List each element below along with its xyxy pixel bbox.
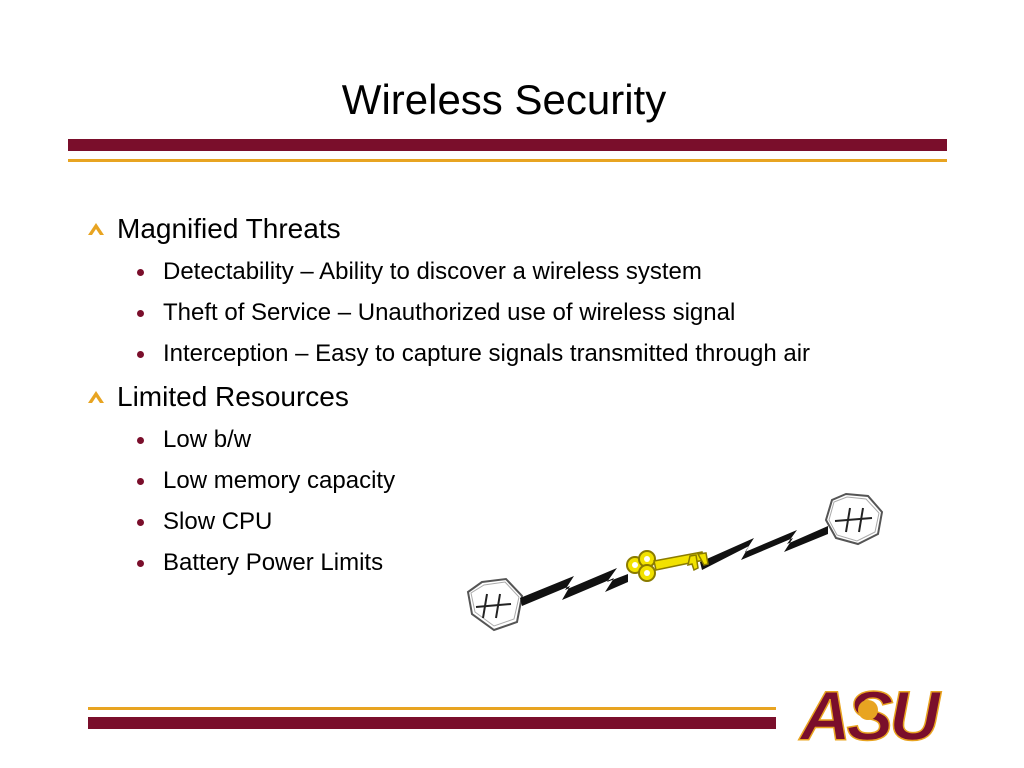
list-item-text: Low memory capacity — [163, 467, 396, 494]
list-item-text: Battery Power Limits — [163, 549, 384, 576]
list-item: Battery Power Limits — [137, 548, 384, 578]
list-item: Slow CPU — [137, 507, 273, 537]
list-item-text: Slow CPU — [163, 508, 273, 535]
sun-icon — [858, 700, 878, 720]
bottom-maroon-rule — [88, 717, 776, 729]
dot-bullet-icon — [137, 560, 144, 567]
dot-bullet-icon — [137, 519, 144, 526]
section-heading-text: Limited Resources — [117, 381, 349, 412]
wireless-link-illustration — [466, 492, 884, 632]
key-icon — [626, 550, 709, 582]
chevron-bullet-icon — [88, 223, 104, 235]
slide-title: Wireless Security — [341, 76, 667, 123]
section-heading-magnified-threats: Magnified Threats — [88, 212, 341, 246]
top-gold-rule — [68, 159, 947, 162]
dot-bullet-icon — [137, 478, 144, 485]
list-item: Theft of Service – Unauthorized use of w… — [137, 298, 736, 328]
dot-bullet-icon — [137, 351, 144, 358]
section-heading-text: Magnified Threats — [117, 213, 341, 244]
section-heading-limited-resources: Limited Resources — [88, 380, 349, 414]
dot-bullet-icon — [137, 310, 144, 317]
wireless-node-icon — [466, 577, 524, 632]
list-item: Detectability – Ability to discover a wi… — [137, 257, 702, 287]
list-item: Low b/w — [137, 425, 252, 455]
dot-bullet-icon — [137, 437, 144, 444]
asu-logo: ASU — [797, 680, 943, 746]
wireless-node-icon — [824, 492, 884, 546]
lightning-link-icon — [520, 526, 828, 606]
list-item: Low memory capacity — [137, 466, 396, 496]
list-item-text: Theft of Service – Unauthorized use of w… — [163, 299, 736, 326]
dot-bullet-icon — [137, 269, 144, 276]
list-item: Interception – Easy to capture signals t… — [137, 339, 811, 369]
bottom-gold-rule — [88, 707, 776, 710]
list-item-text: Low b/w — [163, 426, 252, 453]
list-item-text: Interception – Easy to capture signals t… — [163, 340, 811, 367]
top-maroon-rule — [68, 139, 947, 151]
chevron-bullet-icon — [88, 391, 104, 403]
list-item-text: Detectability – Ability to discover a wi… — [163, 258, 702, 285]
